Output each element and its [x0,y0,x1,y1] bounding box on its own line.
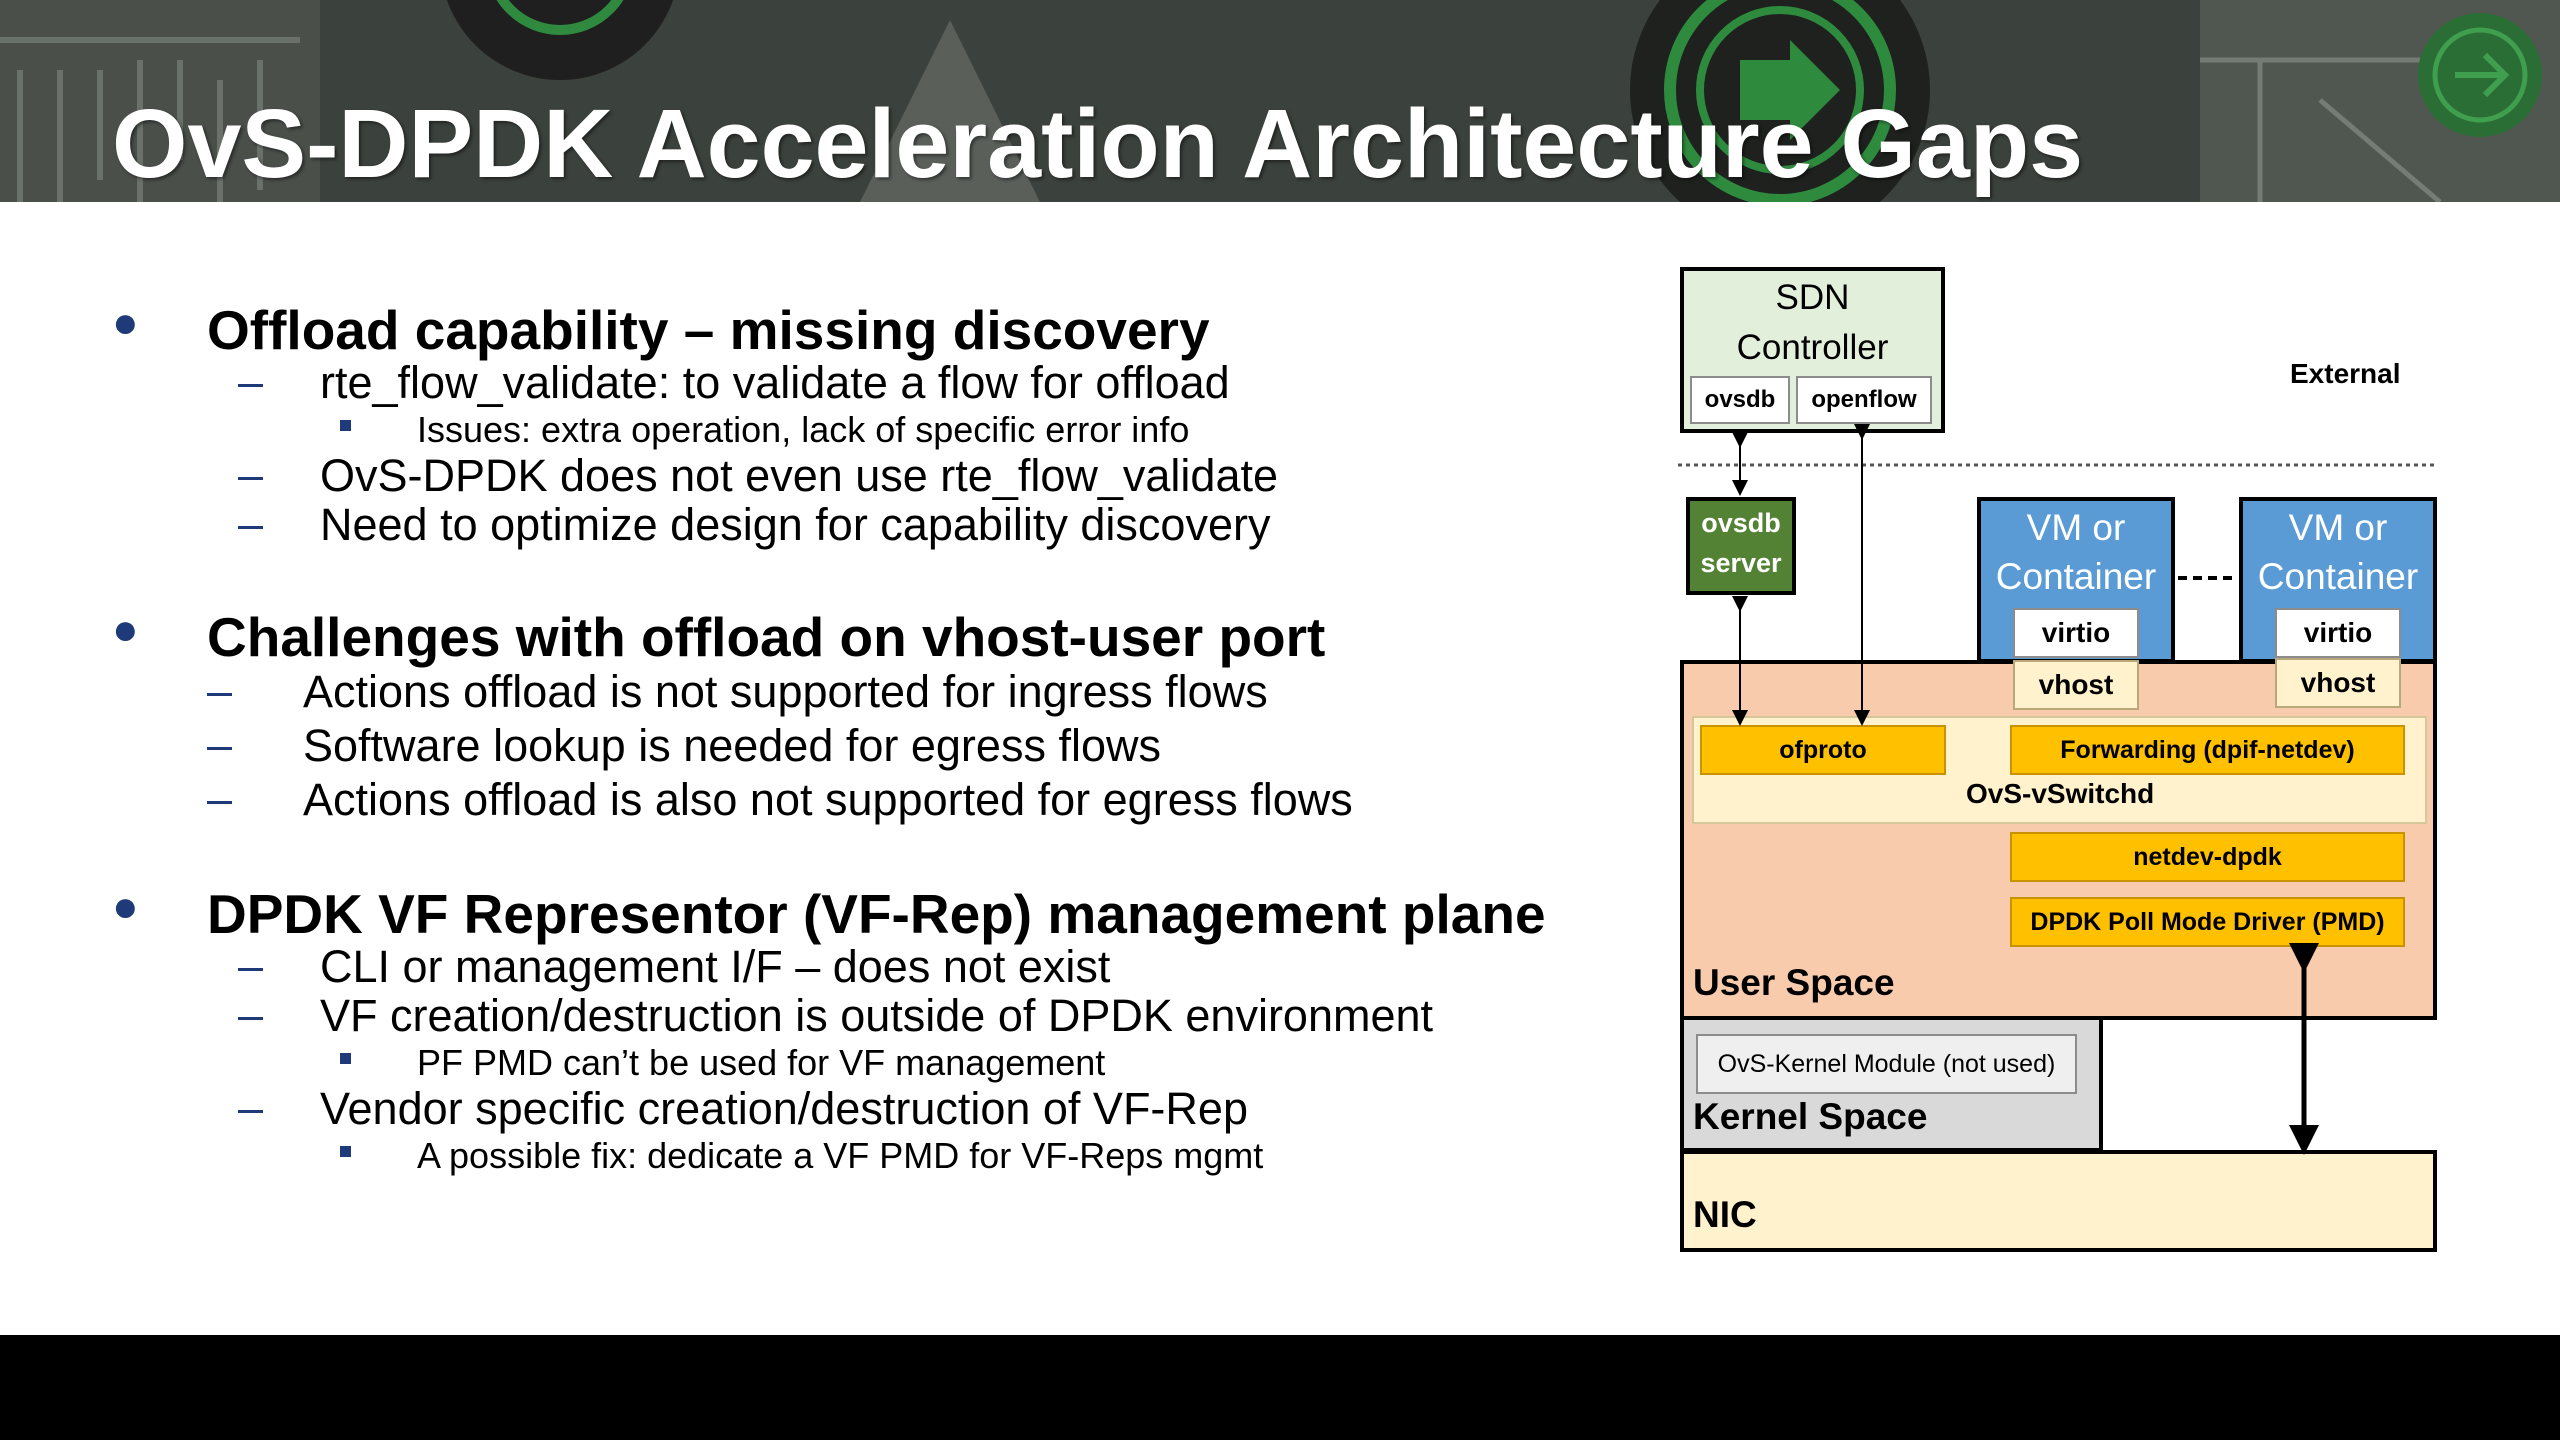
dash-icon: – [238,989,264,1040]
ovsdb-port: ovsdb [1690,376,1790,424]
list-item: OvS-DPDK does not even use rte_flow_vali… [320,450,1279,501]
bullet-icon: ● [112,605,139,654]
section-heading: Offload capability – missing discovery [207,299,1210,361]
list-item: VF creation/destruction is outside of DP… [320,990,1434,1041]
openflow-port: openflow [1796,376,1932,424]
vm-label-line1: VM or [2288,507,2388,548]
dash-icon: – [238,498,264,549]
list-item: rte_flow_validate: to validate a flow fo… [320,357,1230,408]
dash-icon: – [238,449,264,500]
ofproto-box: ofproto [1700,725,1946,775]
dash-icon: – [207,773,233,824]
bottom-letterbox-bar [0,1335,2560,1440]
square-bullet-icon [340,1146,351,1157]
pmd-box: DPDK Poll Mode Driver (PMD) [2010,897,2405,947]
list-item: Need to optimize design for capability d… [320,499,1271,550]
sub-list-item: A possible fix: dedicate a VF PMD for VF… [417,1135,1264,1176]
list-item: Vendor specific creation/destruction of … [320,1083,1248,1134]
section-heading: DPDK VF Representor (VF-Rep) management … [207,883,1546,945]
external-label: External [2290,358,2401,389]
virtio-box: virtio [2013,608,2139,658]
sub-list-item: Issues: extra operation, lack of specifi… [417,409,1190,450]
bullet-icon: ● [112,298,139,347]
slide: OvS-DPDK Acceleration Architecture Gaps … [0,0,2560,1335]
vm-label-line2: Container [2257,556,2419,597]
section-heading: Challenges with offload on vhost-user po… [207,606,1326,668]
dash-icon: – [238,940,264,991]
virtio-box: virtio [2275,608,2401,658]
user-space-label: User Space [1693,962,1895,1003]
vswitchd-label: OvS-vSwitchd [1966,778,2155,809]
list-item: Software lookup is needed for egress flo… [303,720,1161,771]
forwarding-box: Forwarding (dpif-netdev) [2010,725,2405,775]
dash-icon: – [207,719,233,770]
sdn-controller-line2: Controller [1736,328,1889,367]
netdev-dpdk-box: netdev-dpdk [2010,832,2405,882]
sdn-controller-line1: SDN [1775,278,1850,317]
vhost-box: vhost [2275,658,2401,708]
dash-icon: – [238,1082,264,1133]
vm-label-line1: VM or [2026,507,2126,548]
dash-icon: – [207,665,233,716]
circuit-background-graphic [0,0,2560,202]
slide-title: OvS-DPDK Acceleration Architecture Gaps [112,89,2084,198]
vm-label-line2: Container [1995,556,2157,597]
ovsdb-server-line2: server [1700,548,1782,578]
kernel-module-box: OvS-Kernel Module (not used) [1696,1034,2077,1094]
nic-label: NIC [1693,1194,1757,1235]
kernel-space-label: Kernel Space [1693,1096,1928,1137]
vhost-box: vhost [2013,660,2139,710]
ovsdb-server-line1: ovsdb [1701,508,1781,538]
bullet-icon: ● [112,882,139,931]
dash-icon: – [238,356,264,407]
list-item: CLI or management I/F – does not exist [320,941,1111,992]
square-bullet-icon [340,420,351,431]
ovsdb-server-box [1686,497,1796,595]
square-bullet-icon [340,1053,351,1064]
list-item: Actions offload is not supported for ing… [303,666,1268,717]
sub-list-item: PF PMD can’t be used for VF management [417,1042,1106,1083]
nic-region [1680,1150,2437,1252]
title-banner: OvS-DPDK Acceleration Architecture Gaps [0,0,2560,202]
list-item: Actions offload is also not supported fo… [303,774,1353,825]
